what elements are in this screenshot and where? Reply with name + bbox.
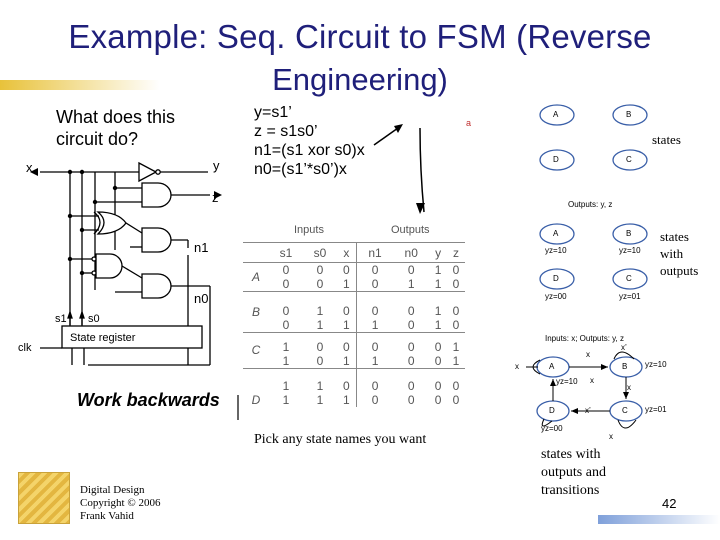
slide-title-line1: Example: Seq. Circuit to FSM (Reverse	[68, 18, 652, 55]
fsm3-label-x-self: x	[515, 362, 519, 371]
fsm2-output-B: yz=10	[619, 246, 641, 255]
fsm2-state-A: A	[553, 229, 559, 238]
fsm3-label-x-mid: x	[590, 376, 594, 385]
truth-table-header-row: s1 s0 x n1 n0 y z	[243, 242, 465, 263]
header-y: y	[435, 245, 442, 260]
header-x: x	[336, 242, 357, 263]
slide-title-line2: Engineering)	[272, 62, 448, 97]
equations-block: y=s1’ z = s1s0’ n1=(s1 xor s0)x n0=(s1’*…	[254, 103, 365, 179]
fsm1-state-C: C	[626, 155, 632, 164]
fsm1-caption: states	[652, 132, 681, 147]
equation-y: y=s1’	[254, 104, 292, 121]
fsm2-state-C: C	[626, 274, 632, 283]
fsm2-state-B: B	[626, 229, 632, 238]
fsm3-output-D: yz=00	[541, 424, 563, 433]
page-number: 42	[662, 496, 677, 511]
fsm3-state-B: B	[622, 362, 628, 371]
fsm3-state-A: A	[549, 362, 555, 371]
outputs-yz-label: Outputs: y, z	[568, 200, 613, 209]
header-z: z	[453, 245, 460, 260]
circuit-label-s1: s1	[55, 313, 67, 325]
fsm1-state-D: D	[553, 155, 559, 164]
circuit-label-clk: clk	[18, 342, 32, 354]
circuit-label-y: y	[213, 158, 220, 173]
fsm1-state-B: B	[626, 110, 632, 119]
row-label-D: D	[251, 392, 261, 407]
circuit-label-s0: s0	[88, 313, 100, 325]
circuit-label-z: z	[212, 190, 219, 205]
fsm3-label-xbar-top: x’	[621, 343, 627, 352]
fsm3-label-xbar-bottom: x’	[585, 406, 591, 415]
header-n0: n0	[404, 245, 418, 260]
row-label-C: C	[251, 343, 261, 358]
book-logo	[18, 472, 70, 524]
fsm3-caption: states with outputs and transitions	[541, 447, 606, 498]
work-backwards-text: Work backwards	[77, 390, 220, 410]
row-label-A: A	[251, 270, 260, 284]
accent-bar-bottom	[598, 515, 720, 524]
accent-bar-top	[0, 80, 160, 90]
circuit-label-n0: n0	[194, 291, 209, 306]
truth-table-inputs-header: Inputs	[294, 224, 324, 236]
fsm2-output-A: yz=10	[545, 246, 567, 255]
equation-n0: n0=(s1’*s0’)x	[254, 161, 347, 178]
svg-text:a: a	[466, 118, 471, 128]
header-s0: s0	[313, 245, 327, 260]
fsm3-state-D: D	[549, 406, 555, 415]
fsm3-label-x-bottom: x	[609, 432, 613, 441]
fsm3-output-A: yz=10	[556, 377, 578, 386]
fsm3-header: Inputs: x; Outputs: y, z	[545, 334, 624, 343]
circuit-label-x: x	[26, 160, 33, 175]
equation-n1: n1=(s1 xor s0)x	[254, 142, 365, 159]
header-s1: s1	[279, 245, 293, 260]
fsm3-label-x-right: x	[627, 383, 631, 392]
fsm3-label-x-top: x	[586, 350, 590, 359]
fsm1-state-A: A	[553, 110, 559, 119]
fsm3-output-B: yz=10	[645, 360, 667, 369]
state-register-label: State register	[70, 332, 136, 344]
row-label-B: B	[251, 304, 260, 319]
fsm3-output-C: yz=01	[645, 405, 667, 414]
fsm2-output-D: yz=00	[545, 292, 567, 301]
question-text: What does this circuit do?	[56, 107, 176, 149]
equation-z: z = s1s0’	[254, 123, 318, 140]
pick-state-names-note: Pick any state names you want	[254, 432, 427, 447]
fsm2-state-D: D	[553, 274, 559, 283]
fsm2-output-C: yz=01	[619, 292, 641, 301]
fsm3-state-C: C	[622, 406, 628, 415]
circuit-label-n1: n1	[194, 240, 209, 255]
footer-text: Digital Design Copyright © 2006 Frank Va…	[80, 484, 161, 522]
fsm2-caption: states with outputs	[660, 229, 699, 278]
header-n1: n1	[368, 245, 382, 260]
truth-table-outputs-header: Outputs	[391, 224, 430, 236]
